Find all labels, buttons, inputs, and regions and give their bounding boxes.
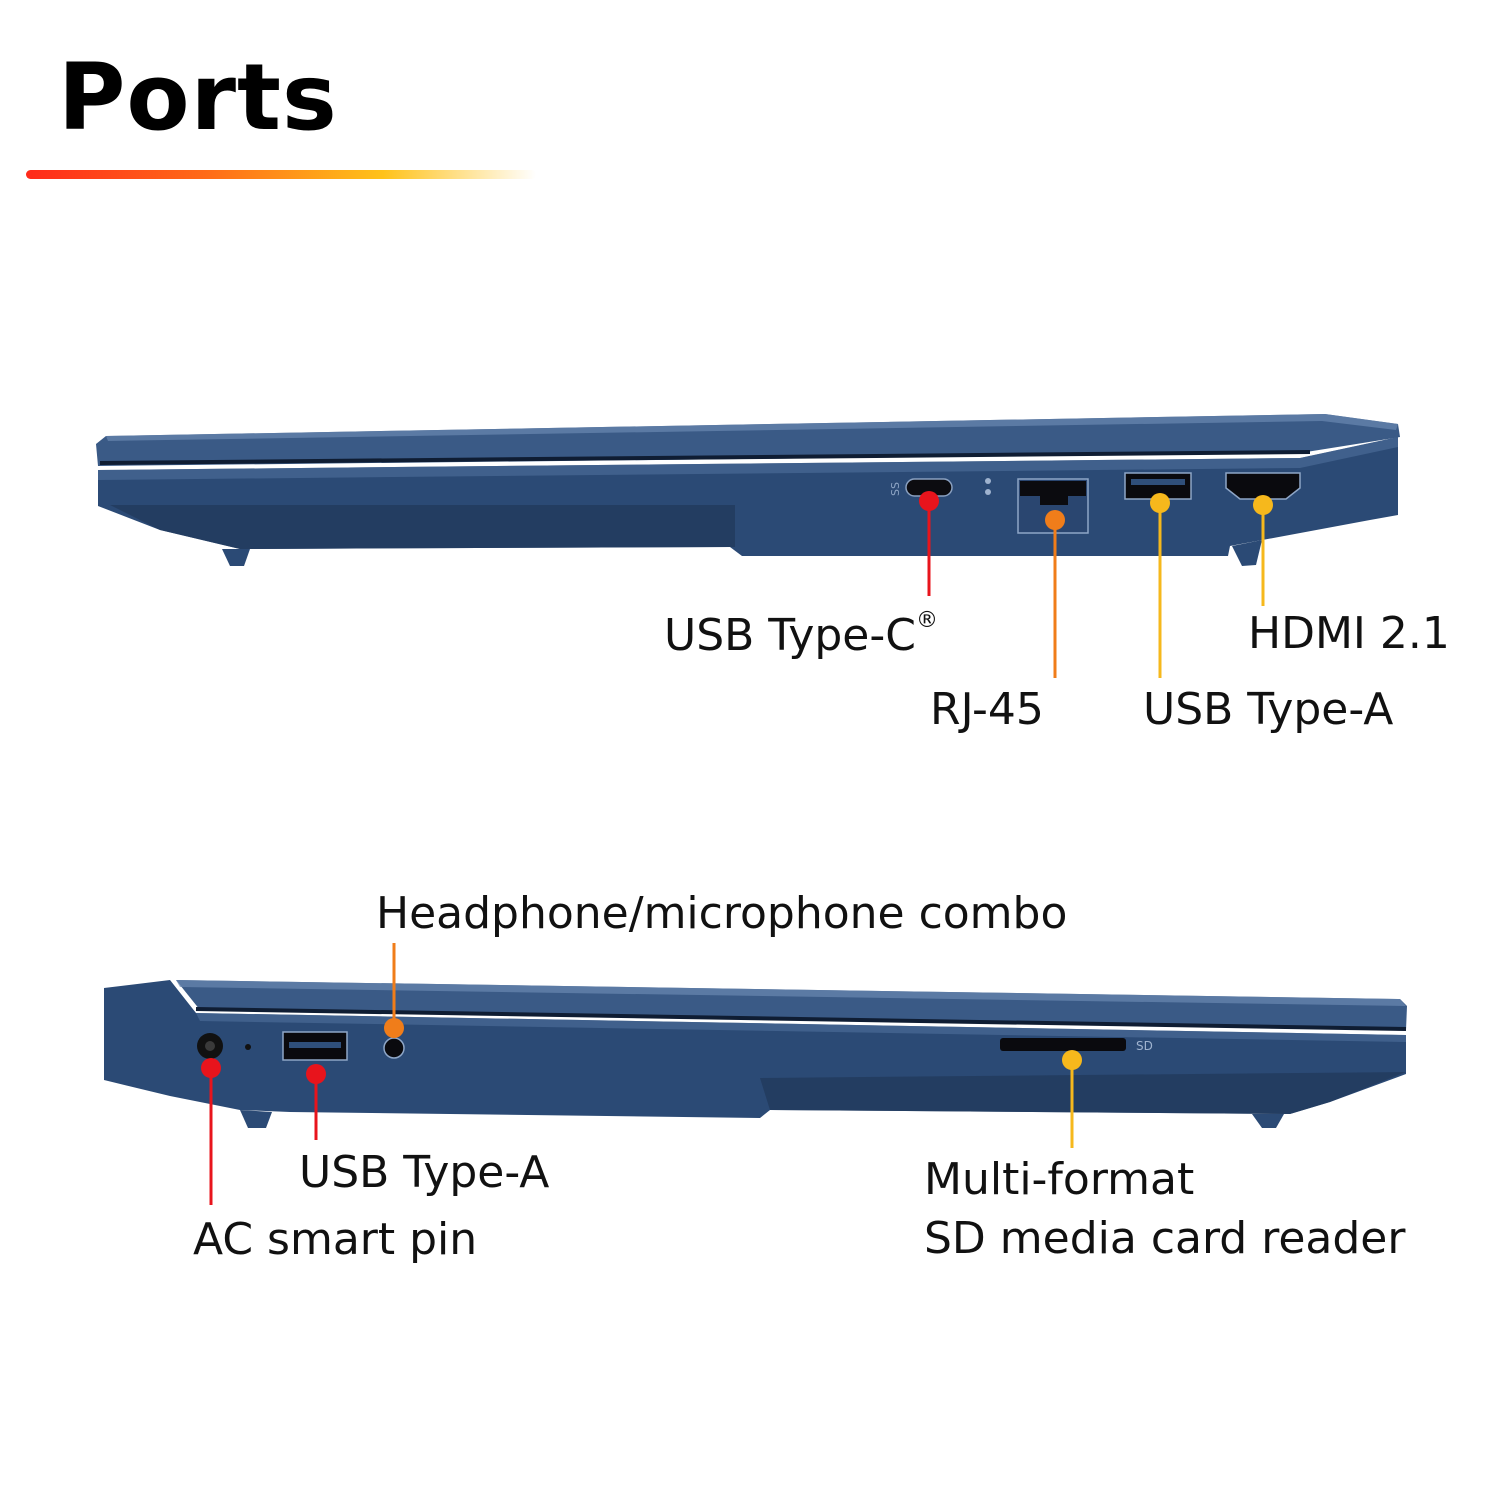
rj45-dot: [1045, 510, 1065, 530]
headphone-jack: [383, 1037, 405, 1059]
page-title: Ports: [58, 44, 338, 151]
usb-a-dot: [1150, 493, 1170, 513]
title-underline: [26, 170, 536, 179]
sd-slot: [1000, 1038, 1126, 1051]
headphone-dot: [384, 1018, 404, 1038]
headphone-label: Headphone/microphone combo: [376, 888, 1068, 939]
usb-a-label: USB Type-A: [1143, 684, 1394, 735]
sd-dot: [1062, 1050, 1082, 1070]
hdmi-dot: [1253, 495, 1273, 515]
usb-a-left-label: USB Type-A: [299, 1147, 550, 1198]
hdmi-label: HDMI 2.1: [1248, 608, 1450, 659]
rj45-label: RJ-45: [930, 684, 1044, 735]
sd-label-line2: SD media card reader: [924, 1213, 1406, 1264]
usb-a-dot-left: [306, 1064, 326, 1084]
usb-c-label-text: USB Type-C: [664, 610, 916, 661]
ac-pin-dot: [201, 1058, 221, 1078]
sd-label-line1: Multi-format: [924, 1154, 1195, 1205]
laptop-lid-left: [176, 980, 1407, 1030]
sd-slot-text: SD: [1136, 1039, 1153, 1053]
hdmi-port: [1225, 472, 1301, 500]
usb-c-label: USB Type-C®: [664, 610, 938, 658]
svg-text:SS: SS: [889, 482, 902, 496]
ac-pin-label: AC smart pin: [193, 1214, 478, 1265]
usb-c-registered-mark: ®: [915, 608, 938, 633]
usb-c-dot: [919, 491, 939, 511]
